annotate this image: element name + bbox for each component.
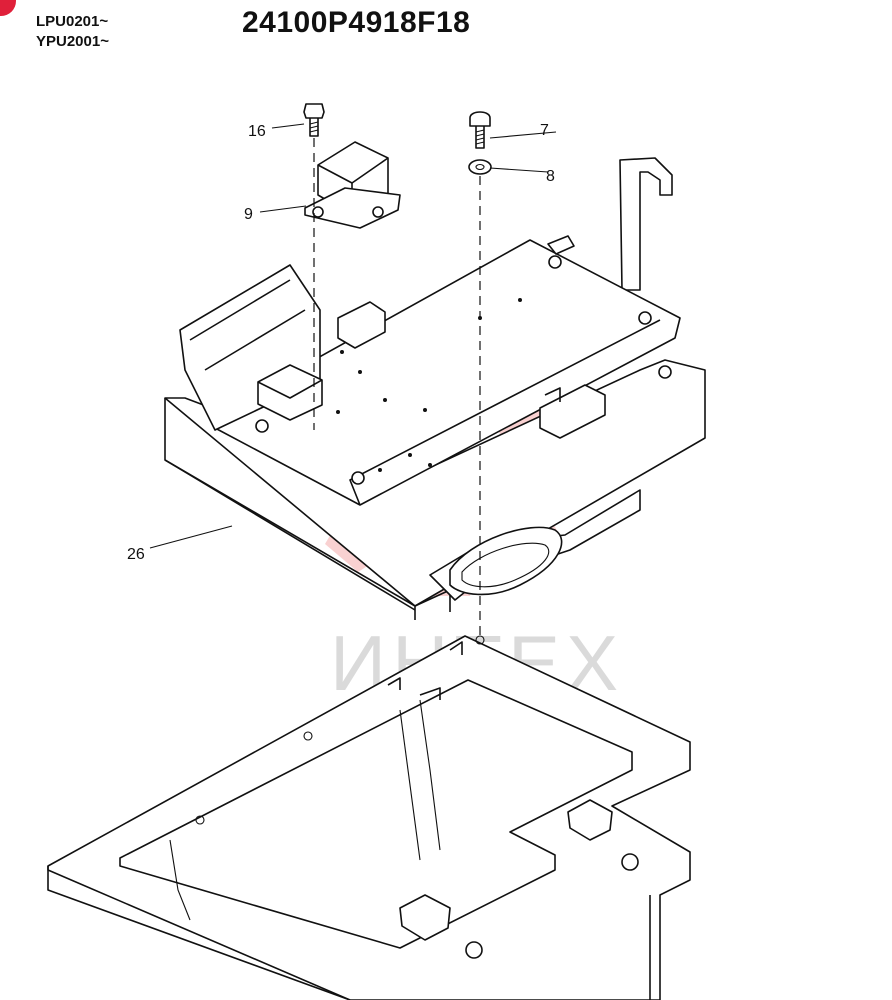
lower-frame xyxy=(47,635,691,1000)
part-number-title: 24100P4918F18 xyxy=(242,6,471,39)
screw-part-16 xyxy=(303,103,325,137)
model-line-2: YPU2001~ xyxy=(36,33,109,50)
callout-9: 9 xyxy=(244,206,253,223)
relay-part-9 xyxy=(304,141,401,229)
controller-assembly xyxy=(164,157,706,620)
washer-part-8 xyxy=(468,159,492,175)
leader-lines xyxy=(149,123,557,549)
callout-7: 7 xyxy=(540,122,549,139)
model-line-1: LPU0201~ xyxy=(36,13,109,30)
model-range: LPU0201~ YPU2001~ xyxy=(36,12,109,52)
callout-8: 8 xyxy=(546,168,555,185)
callout-16: 16 xyxy=(248,123,266,140)
callout-26: 26 xyxy=(127,546,145,563)
bolt-part-7 xyxy=(469,111,491,149)
